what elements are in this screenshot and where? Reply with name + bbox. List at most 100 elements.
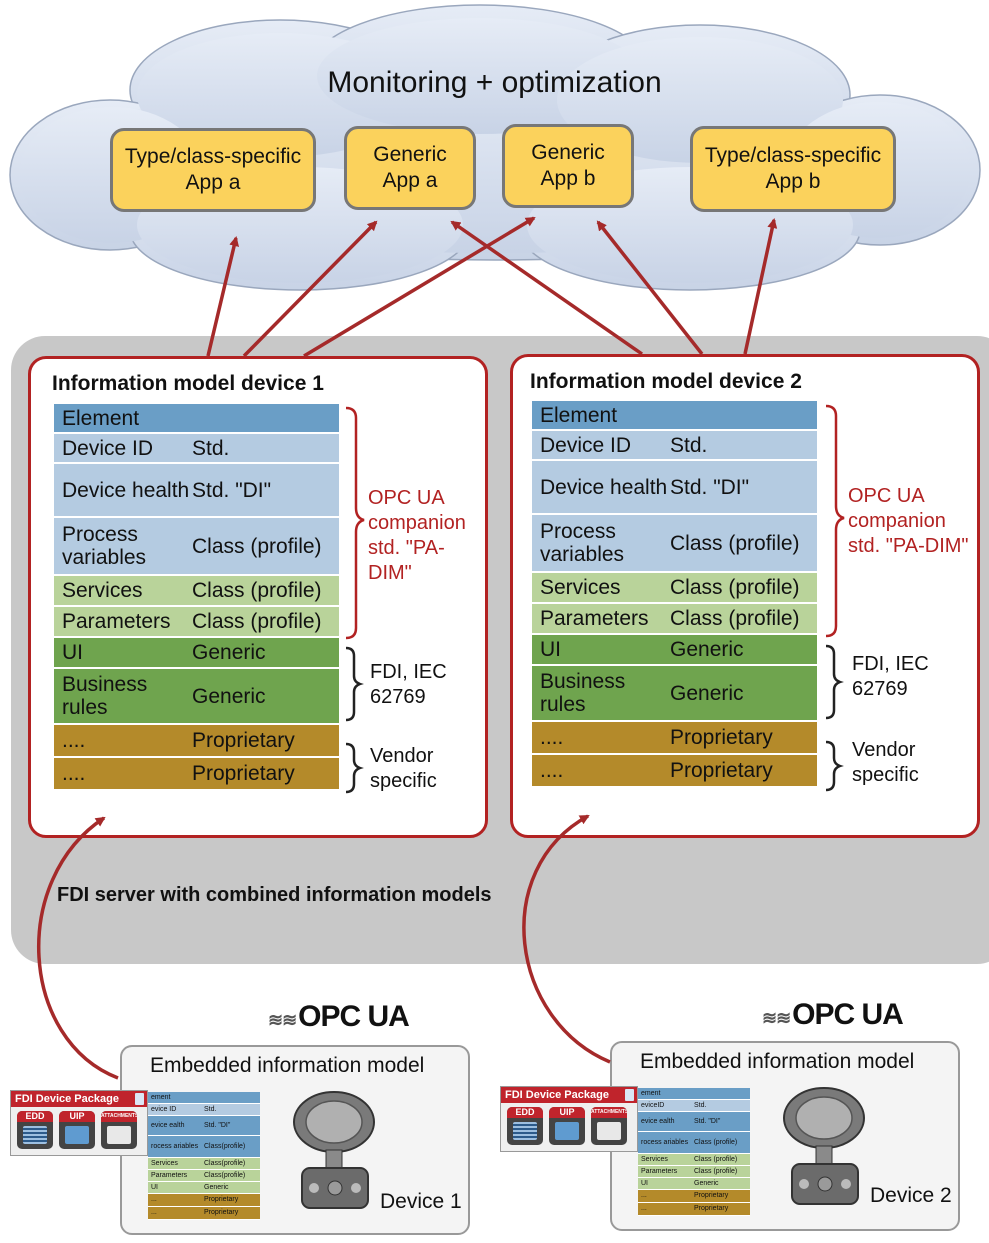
opc-ua-companion-label-1: OPC UA companion std. "PA-DIM"	[368, 487, 466, 584]
app-line1: Generic	[373, 143, 447, 166]
app-line1: Type/class-specific	[124, 145, 302, 168]
app-line1: Generic	[531, 141, 605, 164]
row-type: Class (profile)	[670, 576, 800, 599]
row-element: Parameters	[62, 610, 171, 633]
fdi-device-package-2[interactable]: FDI Device Package EDD UIP ATTACHMENTS	[500, 1086, 638, 1152]
mini-cell: Class (profile)	[694, 1155, 738, 1163]
row-type: Proprietary	[192, 762, 295, 785]
mini-row: ... Proprietary	[148, 1207, 260, 1220]
opc-ua-logo-2: ≋≋OPC UA	[762, 998, 904, 1032]
mini-cell: rocess ariables	[151, 1142, 199, 1150]
row-type: Class (profile)	[192, 579, 322, 602]
table-row: Business rules Generic	[532, 666, 817, 722]
package-title: FDI Device Package	[505, 1089, 609, 1101]
table-row: Element	[532, 401, 817, 431]
mini-cell: Proprietary	[694, 1205, 729, 1212]
mini-row: Parameters Class (profile)	[638, 1166, 750, 1178]
mini-cell: UI	[151, 1183, 158, 1191]
book-icon	[625, 1089, 634, 1101]
opc-ua-logo-1: ≋≋OPC UA	[268, 1000, 410, 1034]
mini-cell: Generic	[204, 1183, 229, 1191]
mini-cell: Proprietary	[204, 1209, 239, 1216]
row-type: Std. "DI"	[670, 475, 750, 499]
vendor-label-1: Vendor specific	[370, 745, 437, 792]
opc-ua-logo-text: OPC UA	[792, 998, 904, 1031]
row-type: Std.	[192, 436, 230, 460]
app-line2: App b	[765, 170, 821, 193]
row-element: Element	[540, 403, 618, 427]
table-row: ....Proprietary	[54, 725, 339, 758]
mini-cell: Class(profile)	[204, 1171, 246, 1179]
row-type: Generic	[670, 681, 744, 705]
mini-cell: Std. "DI"	[204, 1121, 231, 1129]
row-element: ....	[62, 729, 86, 752]
mini-cell: Generic	[694, 1179, 719, 1187]
row-element: Services	[540, 576, 621, 599]
mini-cell: Proprietary	[694, 1192, 729, 1199]
row-element: UI	[62, 641, 83, 664]
mini-row: ...Proprietary	[638, 1203, 750, 1216]
mini-cell: Class (profile)	[694, 1167, 738, 1175]
mini-cell: Std.	[204, 1105, 217, 1113]
mini-cell: evice ealth	[641, 1117, 675, 1125]
app-line2: App b	[540, 167, 596, 190]
fdi-label-1: FDI, IEC 62769	[370, 661, 447, 708]
mini-cell: ...	[151, 1209, 157, 1216]
row-type: Class (profile)	[670, 531, 800, 555]
fdi-device-package-1[interactable]: FDI Device Package EDD UIP ATTACHMENTS	[10, 1090, 148, 1156]
table-row: ....Proprietary	[532, 755, 817, 788]
mini-cell: Proprietary	[204, 1196, 239, 1203]
mini-cell: ement	[151, 1093, 171, 1101]
mini-cell: ement	[641, 1089, 661, 1097]
fdi-server-label: FDI server with combined information mod…	[57, 884, 492, 906]
row-type: Std.	[670, 433, 708, 457]
mini-cell: Parameters	[151, 1171, 188, 1179]
mini-row: evice ID Std.	[148, 1104, 260, 1116]
row-type: Class (profile)	[670, 607, 800, 630]
opc-ua-wave-icon: ≋≋	[762, 1008, 791, 1028]
row-type: Generic	[192, 684, 266, 708]
model-title-2: Information model device 2	[530, 370, 802, 393]
row-type: Proprietary	[670, 759, 773, 782]
embedded-title-1: Embedded information model	[150, 1054, 425, 1077]
row-element: UI	[540, 638, 561, 661]
mini-cell: Services	[151, 1159, 178, 1167]
table-row: Services Class (profile)	[532, 573, 817, 604]
mini-cell: eviceID	[641, 1101, 665, 1109]
mini-row: UI Generic	[148, 1182, 260, 1194]
fdi-label-2: FDI, IEC 62769	[852, 653, 929, 700]
mini-cell: ...	[641, 1192, 647, 1199]
embedded-title-2: Embedded information model	[640, 1050, 915, 1073]
table-row: Element	[54, 404, 339, 434]
table-row: ....Proprietary	[532, 722, 817, 755]
device-label-1: Device 1	[380, 1190, 462, 1213]
app-line1: Type/class-specific	[704, 144, 882, 167]
row-element: Device health	[62, 478, 190, 502]
row-element: Business rules	[540, 670, 626, 716]
mini-cell: Class (profile)	[694, 1138, 738, 1146]
book-icon	[135, 1093, 144, 1105]
mini-cell: evice ID	[151, 1105, 177, 1113]
row-type: Generic	[192, 641, 266, 664]
row-element: Device health	[540, 475, 668, 499]
row-element: Services	[62, 579, 143, 602]
mini-cell: Parameters	[641, 1167, 678, 1175]
mini-row: ... Proprietary	[638, 1190, 750, 1203]
